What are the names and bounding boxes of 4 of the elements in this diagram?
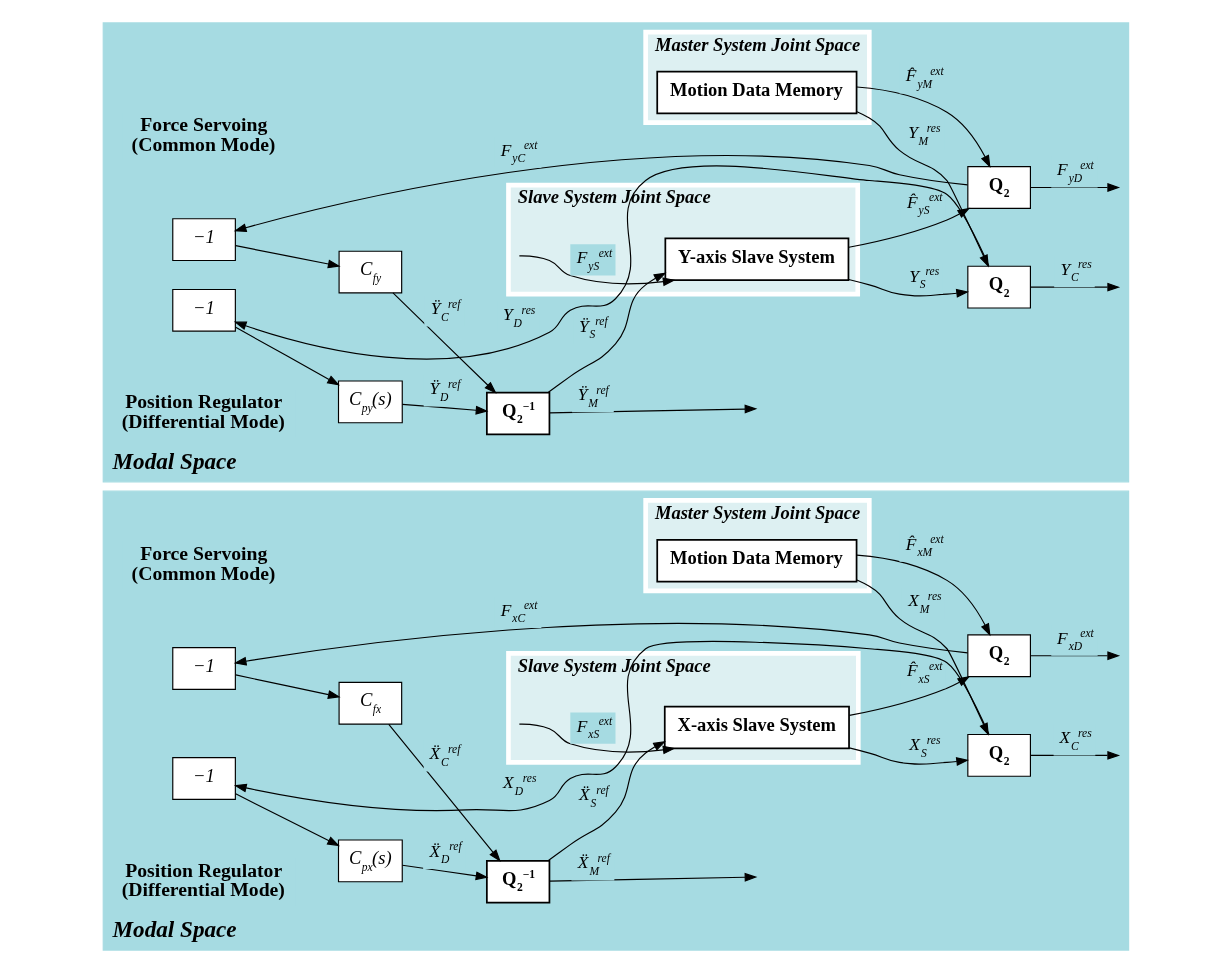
node-label: Force Servoing (Common Mode) (131, 541, 276, 584)
node-label: Position Regulator (Differential Mode) (121, 389, 285, 432)
node-label: Force Servoing (Common Mode) (131, 112, 276, 155)
node-label: Position Regulator (Differential Mode) (121, 858, 285, 900)
